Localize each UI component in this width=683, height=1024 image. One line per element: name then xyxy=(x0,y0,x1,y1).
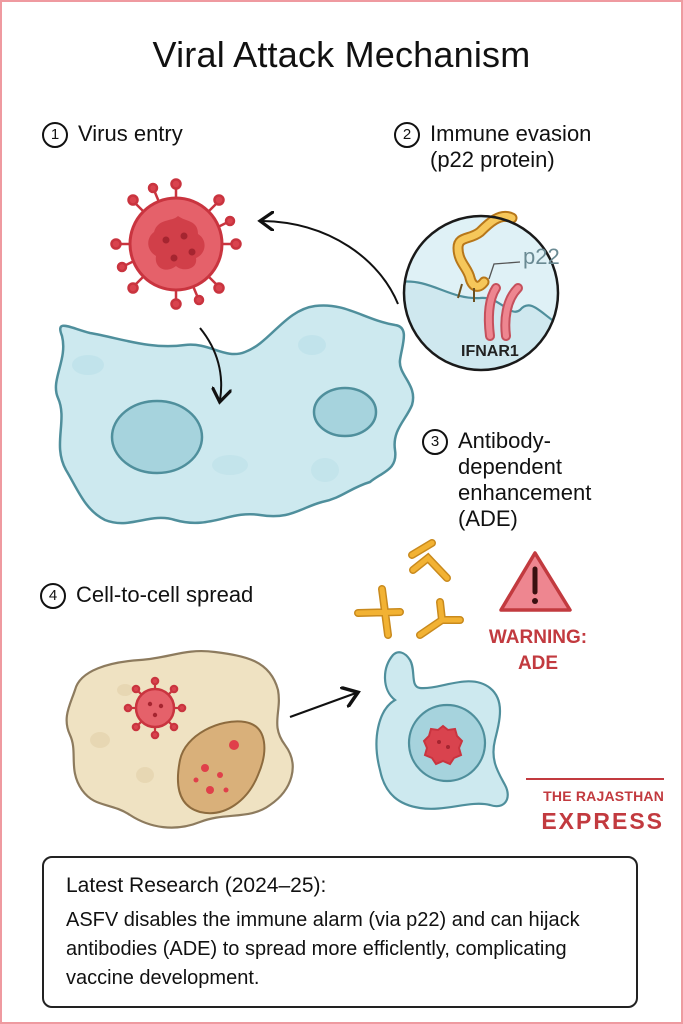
infected-cell xyxy=(65,650,294,829)
cell-nucleus xyxy=(312,386,378,438)
inset-zoom-circle xyxy=(402,211,560,372)
step-number-1: 1 xyxy=(42,122,68,148)
step-3-ade: 3 Antibody- dependent enhancement (ADE) xyxy=(422,428,591,532)
step-4-cell-spread: 4 Cell-to-cell spread xyxy=(40,582,253,609)
p22-label: p22 xyxy=(523,244,560,269)
step-1-label: Virus entry xyxy=(78,121,183,146)
diagram-title: Viral Attack Mechanism xyxy=(152,34,531,75)
spread-arrow-icon xyxy=(289,693,356,719)
step-number-2: 2 xyxy=(394,122,420,148)
publisher-logo: THE RAJASTHAN EXPRESS xyxy=(526,778,664,835)
antibody-icon xyxy=(408,539,451,582)
step-2-immune-evasion: 2 Immune evasion (p22 protein) xyxy=(394,121,591,173)
step-4-label: Cell-to-cell spread xyxy=(76,582,254,607)
logo-rule xyxy=(526,778,664,780)
cell-nucleus xyxy=(110,399,204,475)
evasion-arrow-icon xyxy=(262,221,399,305)
target-cell xyxy=(375,651,509,810)
step-number-3: 3 xyxy=(422,429,448,455)
step-3-label: Antibody- dependent enhancement (ADE) xyxy=(458,428,592,531)
infected-nucleus xyxy=(176,720,266,815)
logo-line-1: THE RAJASTHAN xyxy=(543,788,664,804)
step-1-virus-entry: 1 Virus entry xyxy=(42,121,183,148)
warning-triangle-icon xyxy=(499,551,572,612)
p22-pointer-line xyxy=(488,261,521,280)
logo-line-2: EXPRESS xyxy=(541,808,664,834)
step-2-label: Immune evasion (p22 protein) xyxy=(430,121,592,172)
research-summary-box: Latest Research (2024–25): ASFV disables… xyxy=(42,856,638,1008)
internalized-virus-icon xyxy=(422,724,464,766)
virus-particle-icon xyxy=(110,178,242,310)
host-cell xyxy=(54,304,415,525)
entry-arrow-icon xyxy=(199,327,221,400)
research-body: ASFV disables the immune alarm (via p22)… xyxy=(66,909,580,989)
antibodies-group xyxy=(354,539,464,639)
ifnar1-label: IFNAR1 xyxy=(461,343,519,360)
research-heading: Latest Research (2024–25): xyxy=(66,874,327,897)
warning-ade-text: WARNING: ADE xyxy=(488,627,588,674)
small-virus-icon xyxy=(123,676,187,740)
antibody-icon xyxy=(354,585,404,639)
antibody-icon xyxy=(416,598,464,639)
step-number-4: 4 xyxy=(40,583,66,609)
